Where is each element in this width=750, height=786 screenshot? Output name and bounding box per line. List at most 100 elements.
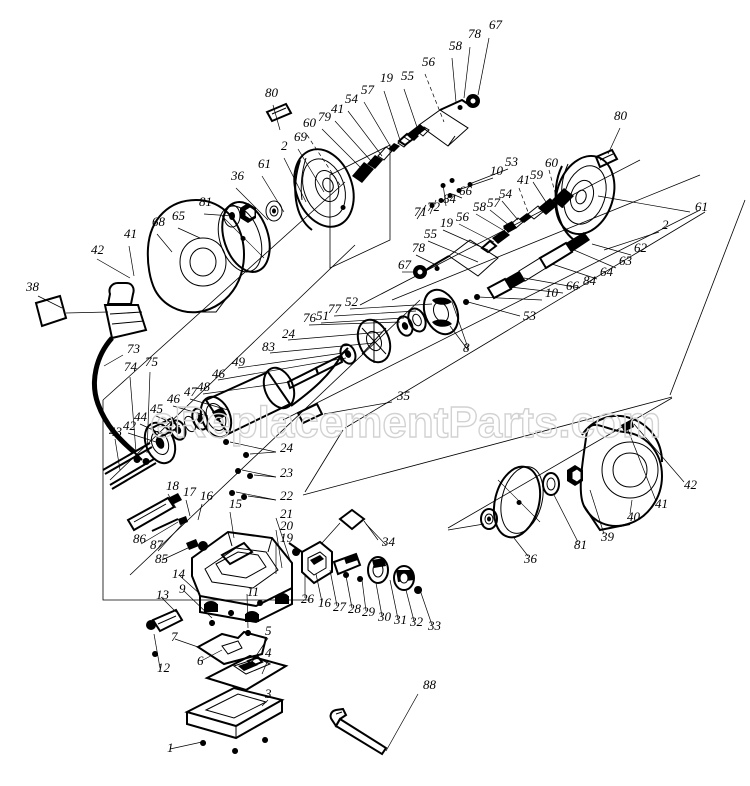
callout-number: 66 xyxy=(566,278,580,293)
callout-number: 42 xyxy=(91,242,105,257)
callout-number: 69 xyxy=(294,129,308,144)
callout-number: 60 xyxy=(545,155,559,170)
callout-number: 67 xyxy=(489,17,503,32)
callout-number: 19 xyxy=(380,70,394,85)
callout-number: 49 xyxy=(232,354,246,369)
callout-number: 45 xyxy=(150,401,164,416)
callout-number: 58 xyxy=(473,199,487,214)
callout-number: 43 xyxy=(109,424,123,439)
right-endbell-group xyxy=(413,148,619,305)
callout-number: 31 xyxy=(393,612,407,627)
spindle-rotor-group xyxy=(102,407,209,551)
callout-number: 67 xyxy=(398,257,412,272)
callout-number: 81 xyxy=(199,194,212,209)
callout-number: 13 xyxy=(156,587,170,602)
callout-number: 6 xyxy=(197,653,204,668)
callout-number: 83 xyxy=(262,339,276,354)
callout-number: 78 xyxy=(412,240,426,255)
callout-number: 53 xyxy=(505,154,519,169)
callout-number: 61 xyxy=(258,156,271,171)
callout-number: 55 xyxy=(401,68,415,83)
callout-number: 86 xyxy=(133,531,147,546)
callout-number: 26 xyxy=(301,591,315,606)
callout-number: 51 xyxy=(316,308,329,323)
callout-number: 57 xyxy=(487,195,501,210)
callout-number: 11 xyxy=(247,584,259,599)
callout-number: 76 xyxy=(303,310,317,325)
callout-number: 22 xyxy=(280,488,294,503)
callout-number: 8 xyxy=(463,340,470,355)
callout-number: 41 xyxy=(517,172,530,187)
callout-number: 42 xyxy=(684,477,698,492)
callout-number: 46 xyxy=(212,366,226,381)
callout-number: 57 xyxy=(361,82,375,97)
callout-number: 21 xyxy=(280,506,293,521)
callout-number: 29 xyxy=(362,604,376,619)
callout-number: 41 xyxy=(124,226,137,241)
callout-number: 64 xyxy=(600,264,614,279)
callout-number: 61 xyxy=(695,199,708,214)
callout-number: 36 xyxy=(230,168,245,183)
callout-number: 56 xyxy=(422,54,436,69)
callout-number: 2 xyxy=(662,217,669,232)
wrench-group xyxy=(329,693,419,756)
callout-number: 20 xyxy=(280,518,294,533)
callout-number: 53 xyxy=(523,308,537,323)
callout-number: 60 xyxy=(303,115,317,130)
callout-number: 74 xyxy=(124,359,138,374)
callout-number: 63 xyxy=(619,253,633,268)
callout-number: 41 xyxy=(331,101,344,116)
callout-number: 85 xyxy=(155,551,169,566)
callout-number: 80 xyxy=(614,108,628,123)
callout-number: 54 xyxy=(345,91,359,106)
callout-number: 75 xyxy=(145,354,159,369)
callout-number: 10 xyxy=(490,163,504,178)
callout-number: 48 xyxy=(197,379,211,394)
callout-number: 27 xyxy=(333,599,347,614)
callout-number: 4 xyxy=(265,645,272,660)
armature-assembly-group xyxy=(199,288,460,500)
callout-number: 71 xyxy=(414,204,427,219)
callout-number: 16 xyxy=(200,488,214,503)
callout-number: 19 xyxy=(280,530,294,545)
callout-number: 72 xyxy=(427,199,441,214)
callout-number: 39 xyxy=(600,529,615,544)
callout-number: 2 xyxy=(281,138,288,153)
callout-number: 34 xyxy=(381,534,396,549)
callout-number: 58 xyxy=(449,38,463,53)
callout-number: 80 xyxy=(265,85,279,100)
callout-number: 24 xyxy=(282,326,296,341)
callout-number: 56 xyxy=(456,209,470,224)
callout-number: 15 xyxy=(229,496,243,511)
callout-number: 47 xyxy=(184,384,198,399)
callout-number: 84 xyxy=(443,191,457,206)
motor-endbell-fan-group xyxy=(265,94,480,231)
callout-number: 84 xyxy=(583,273,597,288)
callout-number: 81 xyxy=(574,537,587,552)
callout-number: 35 xyxy=(396,388,411,403)
right-wheel-group xyxy=(480,415,664,539)
callout-number: 12 xyxy=(157,660,171,675)
callout-number: 17 xyxy=(183,484,197,499)
callout-number: 38 xyxy=(25,279,40,294)
callout-number: 10 xyxy=(545,285,559,300)
power-cord-group xyxy=(34,282,150,465)
callout-number: 1 xyxy=(167,740,174,755)
callout-number: 30 xyxy=(377,609,392,624)
callout-number: 33 xyxy=(427,618,442,633)
callout-number: 32 xyxy=(409,614,424,629)
callout-number: 65 xyxy=(172,208,186,223)
callout-number: 46 xyxy=(167,391,181,406)
callout-number: 77 xyxy=(328,301,342,316)
callout-number: 87 xyxy=(150,537,164,552)
callout-number: 42 xyxy=(123,418,137,433)
callout-number: 24 xyxy=(280,440,294,455)
callout-number: 73 xyxy=(127,341,141,356)
callout-number: 44 xyxy=(134,409,148,424)
switch-terminal-group xyxy=(288,508,423,594)
callout-number: 62 xyxy=(634,240,648,255)
callout-number: 59 xyxy=(530,167,544,182)
